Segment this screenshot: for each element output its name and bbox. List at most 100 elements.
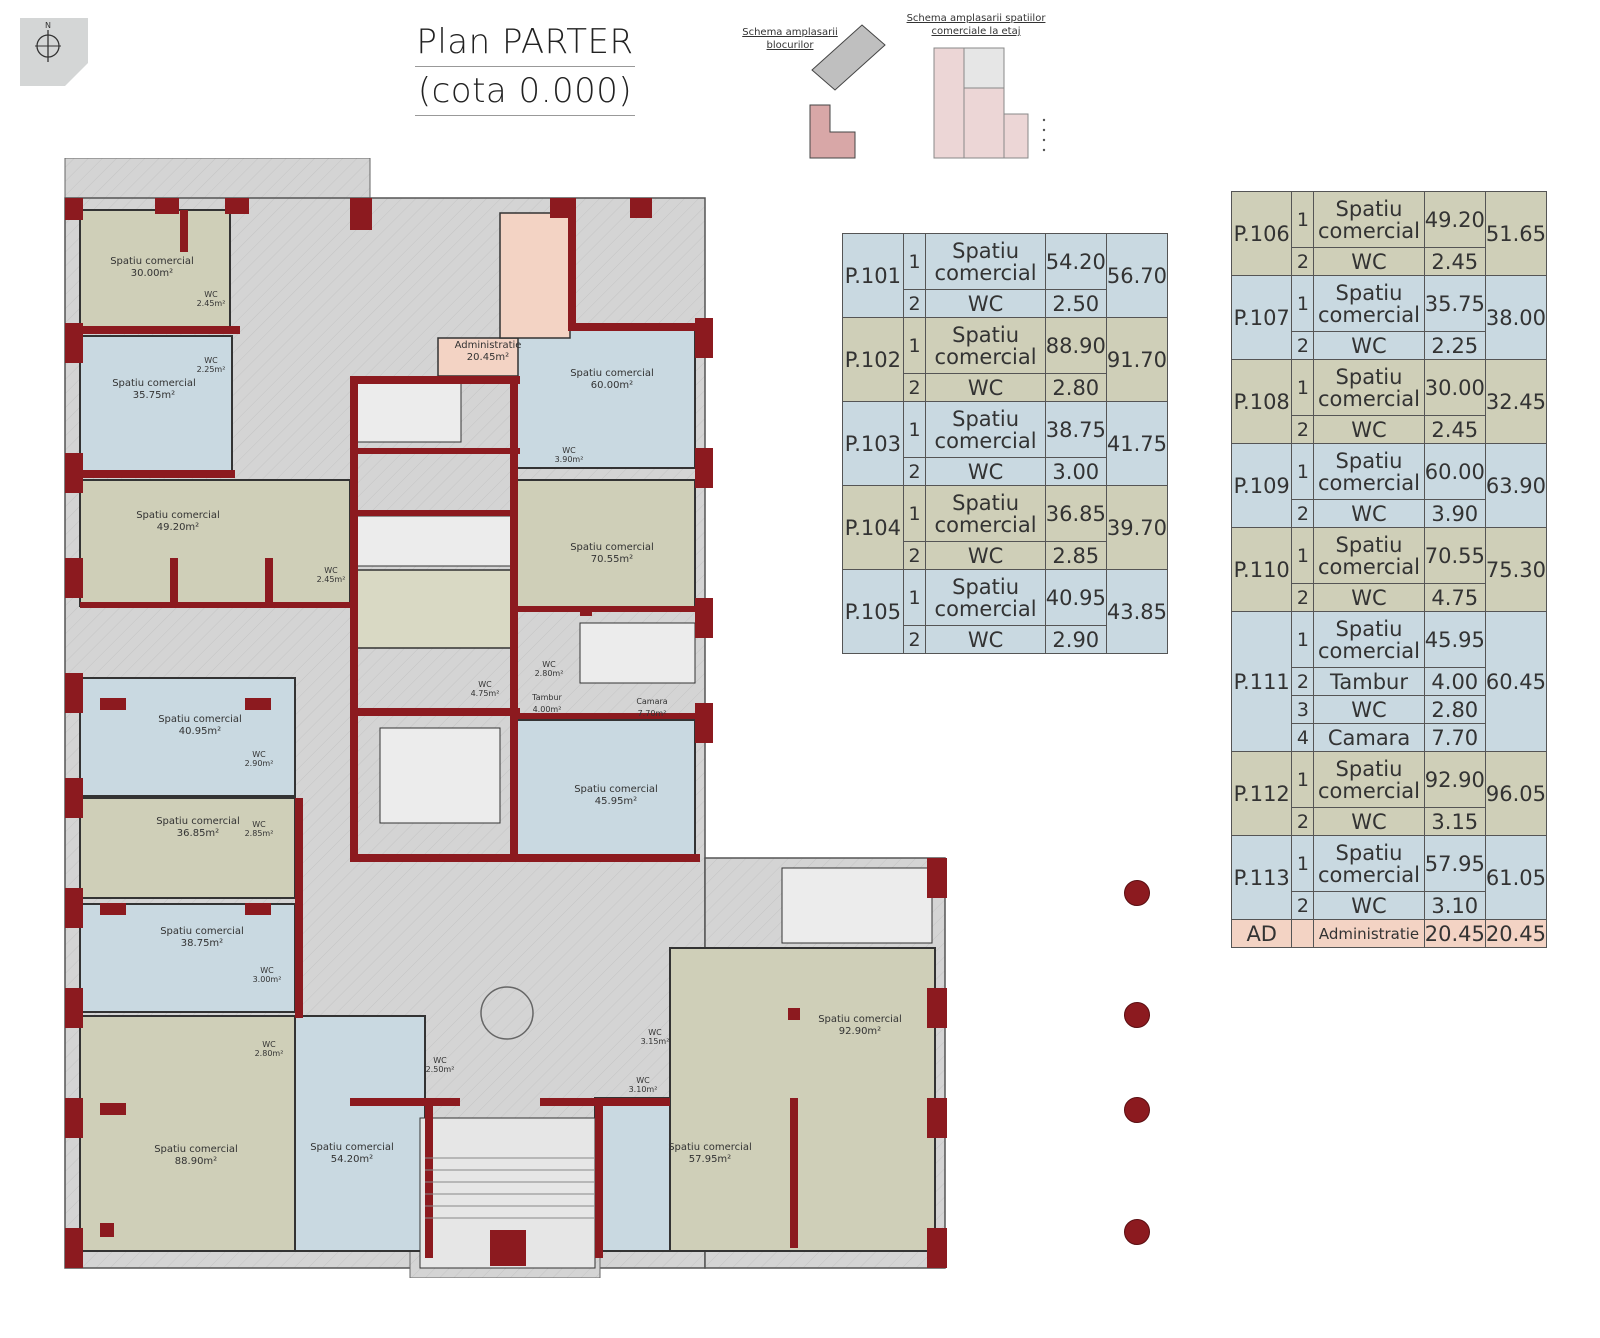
cell-nr: 2 (1291, 583, 1315, 612)
cell-name: WC (1313, 807, 1425, 836)
room-p106 (79, 479, 351, 607)
room-core (355, 569, 512, 649)
marker-dot-2 (1124, 1002, 1150, 1028)
cell-area: 54.20 (1044, 233, 1107, 290)
unit-code: P.104 (842, 485, 904, 570)
cell-area: 57.95 (1423, 835, 1486, 892)
cell-name: WC (925, 625, 1046, 654)
cell-area: 2.80 (1423, 695, 1486, 724)
cell-area: 2.50 (1044, 289, 1107, 318)
cell-nr: 2 (902, 625, 927, 654)
unit-code: AD (1230, 919, 1293, 948)
cell-nr: 1 (1291, 275, 1315, 332)
room-p102 (79, 1015, 296, 1252)
cell-area: 2.25 (1423, 331, 1486, 360)
unit-total: 51.65 (1484, 191, 1548, 276)
unit-total: 91.70 (1105, 317, 1169, 402)
room-admin-upper (499, 212, 571, 339)
cell-name: Spatiu comercial (925, 485, 1046, 542)
cell-nr: 1 (902, 485, 927, 542)
floor-plan (64, 158, 947, 1278)
unit-total: 96.05 (1484, 751, 1548, 836)
cell-name: WC (1313, 499, 1425, 528)
cell-area: 3.00 (1044, 457, 1107, 486)
cell-nr: 1 (1291, 835, 1315, 892)
compass: N (20, 18, 88, 86)
cell-nr: 1 (1291, 359, 1315, 416)
cell-area: 4.00 (1423, 667, 1486, 696)
cell-area: 3.10 (1423, 891, 1486, 920)
cell-nr: 1 (902, 317, 927, 374)
cell-name: Spatiu comercial (1313, 359, 1425, 416)
title-line2: (cota 0.000) (415, 67, 635, 116)
unit-code: P.110 (1230, 527, 1293, 612)
cell-name: Spatiu comercial (1313, 611, 1425, 668)
cell-name: Camara (1313, 723, 1425, 752)
unit-code: P.103 (842, 401, 904, 486)
north-arrow-icon (35, 30, 61, 62)
unit-code: P.112 (1230, 751, 1293, 836)
cell-name: WC (1313, 247, 1425, 276)
cell-name: Spatiu comercial (1313, 835, 1425, 892)
cell-area: 70.55 (1423, 527, 1486, 584)
cell-name: WC (1313, 695, 1425, 724)
cell-name: Tambur (1313, 667, 1425, 696)
cell-nr: 4 (1291, 723, 1315, 752)
room-p101 (294, 1015, 426, 1252)
compass-label: N (45, 21, 51, 30)
title-line1: Plan PARTER (415, 18, 635, 67)
cell-area: 38.75 (1044, 401, 1107, 458)
unit-code: P.101 (842, 233, 904, 318)
cell-name: WC (1313, 891, 1425, 920)
schema-floor-drawing (933, 47, 1046, 159)
cell-area: 7.70 (1423, 723, 1486, 752)
cell-nr: 2 (1291, 667, 1315, 696)
room-p109 (514, 327, 696, 469)
cell-area: 2.90 (1044, 625, 1107, 654)
cell-nr: 1 (1291, 611, 1315, 668)
cell-area: 30.00 (1423, 359, 1486, 416)
unit-code: P.107 (1230, 275, 1293, 360)
cell-area: 49.20 (1423, 191, 1486, 248)
cell-name: Spatiu comercial (1313, 527, 1425, 584)
cell-area: 40.95 (1044, 569, 1107, 626)
room-p105 (79, 677, 296, 797)
cell-area: 2.45 (1423, 415, 1486, 444)
cell-area: 4.75 (1423, 583, 1486, 612)
cell-name: WC (1313, 415, 1425, 444)
cell-nr: 2 (902, 457, 927, 486)
cell-area: 20.45 (1423, 919, 1486, 948)
cell-name: Spatiu comercial (925, 317, 1046, 374)
cell-nr: 1 (1291, 191, 1315, 248)
unit-total: 39.70 (1105, 485, 1169, 570)
cell-nr: 2 (1291, 807, 1315, 836)
cell-nr (1291, 919, 1315, 948)
unit-code: P.102 (842, 317, 904, 402)
